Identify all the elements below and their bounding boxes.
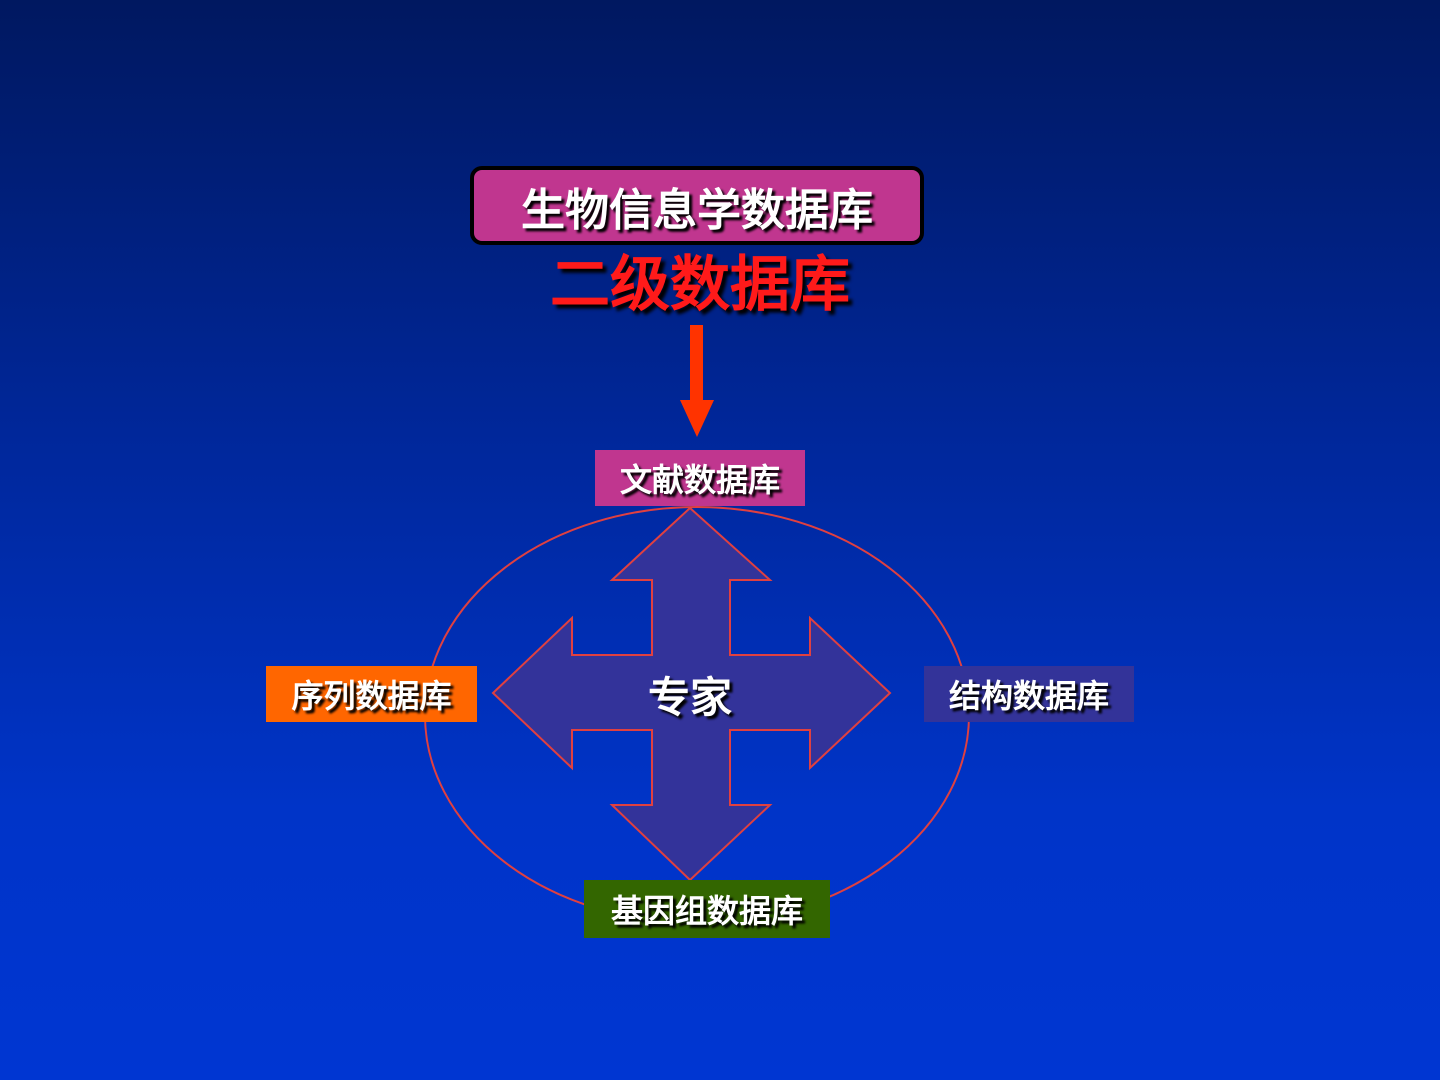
node-structure-database: 结构数据库 xyxy=(924,666,1134,722)
title-box: 生物信息学数据库 xyxy=(470,166,924,245)
center-label: 专家 xyxy=(647,673,732,722)
node-literature-database: 文献数据库 xyxy=(595,450,805,506)
node-genome-database: 基因组数据库 xyxy=(584,880,830,938)
node-sequence-database: 序列数据库 xyxy=(266,666,477,722)
down-arrow xyxy=(680,325,714,437)
subtitle: 二级数据库 xyxy=(550,250,850,320)
